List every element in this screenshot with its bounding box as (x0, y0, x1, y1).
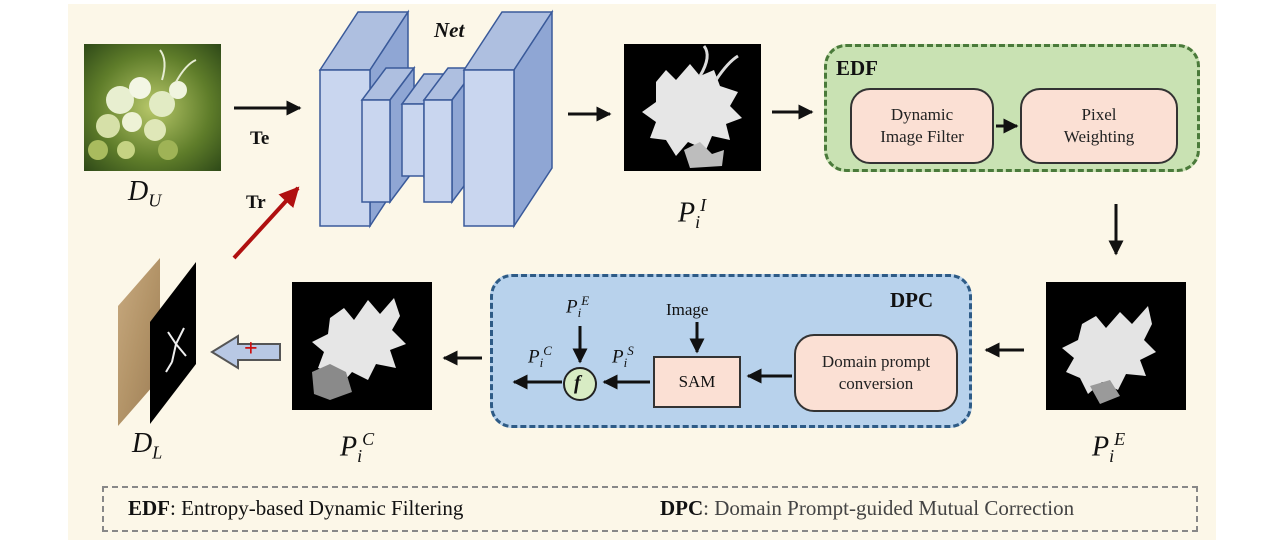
mask-pi-corrected (292, 282, 432, 410)
dpc-title: DPC (890, 288, 934, 312)
legend-edf: EDF: Entropy-based Dynamic Filtering (128, 496, 464, 520)
fusion-circle (563, 367, 597, 401)
legend-dpc: DPC: Domain Prompt-guided Mutual Correct… (660, 496, 1075, 520)
dpc-pc-label: PiC (528, 343, 552, 371)
net-encoder-decoder (318, 9, 554, 229)
legend-box (102, 486, 1198, 532)
mask-pi-initial (624, 44, 761, 171)
du-label: DU (128, 176, 162, 211)
mask-pi-entropy (1046, 282, 1186, 410)
net-label: Net (434, 18, 465, 42)
pixel-weighting-box: Pixel Weighting (1020, 88, 1178, 164)
edf-title: EDF (836, 56, 878, 80)
pi-entropy-label: PiE (1092, 429, 1126, 466)
dl-label: DL (132, 428, 163, 463)
input-image-du (84, 44, 221, 171)
te-label: Te (250, 128, 270, 149)
tr-label: Tr (246, 192, 266, 213)
pi-corrected-label: PiC (340, 429, 375, 466)
dpc-pe-label: PiE (566, 293, 590, 321)
dpc-ps-label: PiS (612, 343, 634, 371)
labeled-set-dl (118, 258, 196, 426)
dynamic-image-filter-box: Dynamic Image Filter (850, 88, 994, 164)
domain-prompt-conversion-box: Domain prompt conversion (794, 334, 958, 412)
plus-icon: + (244, 336, 258, 362)
image-label: Image (666, 300, 709, 319)
sam-box: SAM (653, 356, 741, 408)
pi-initial-label: PiI (678, 195, 707, 232)
fusion-f-label: f (574, 372, 581, 394)
merge-hollow-arrow (210, 334, 281, 370)
tr-arrow (232, 186, 300, 260)
